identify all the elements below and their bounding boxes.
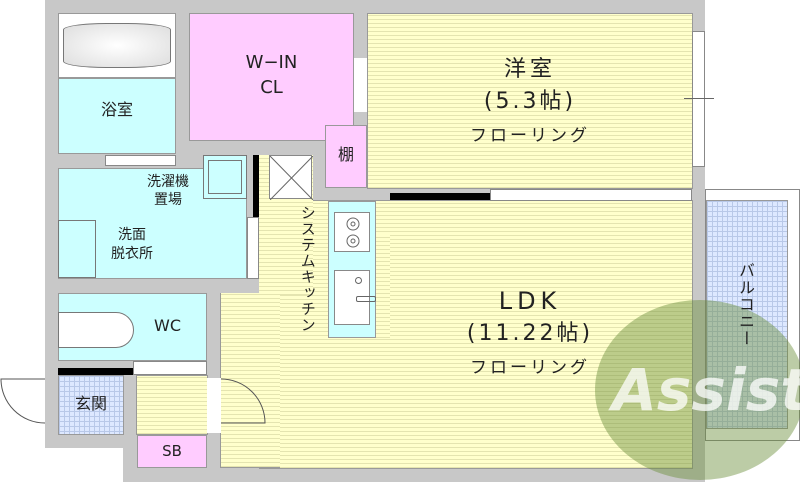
burner-icon (346, 217, 360, 248)
label-wic-2: CL (260, 77, 283, 98)
label-laundry-2: 置場 (154, 192, 182, 208)
label-ldk-name: LDK (498, 287, 562, 315)
label-washroom-2: 脱衣所 (111, 246, 153, 262)
label-washroom-1: 洗面 (118, 227, 146, 243)
label-shoebox: SB (162, 442, 182, 460)
label-laundry-1: 洗濯機 (147, 174, 189, 190)
hall-door-swing-icon (220, 378, 266, 424)
wic-door[interactable] (354, 58, 367, 112)
room-shelf (325, 125, 367, 188)
label-western-floor: フローリング (470, 126, 590, 146)
label-ldk-floor: フローリング (470, 358, 590, 378)
toilet (58, 312, 134, 348)
label-ldk-size: (11.22帖) (466, 321, 594, 346)
label-western-size: (5.3帖) (483, 89, 577, 114)
room-bath (58, 78, 176, 154)
entry-door-icon[interactable] (0, 375, 60, 437)
label-entrance: 玄関 (74, 394, 107, 413)
fridge-space (269, 155, 314, 201)
wc-door[interactable] (133, 361, 207, 375)
hall-door[interactable] (207, 378, 221, 433)
room-western (367, 13, 693, 189)
window (692, 31, 705, 167)
vanity (58, 220, 96, 278)
sliding-door[interactable] (490, 189, 692, 201)
label-shelf: 棚 (337, 145, 354, 164)
wall-segment (253, 155, 259, 217)
entry-hall (136, 375, 208, 435)
label-bath: 浴室 (100, 100, 133, 119)
cross-mark-icon (269, 155, 314, 201)
washroom-door[interactable] (247, 217, 259, 279)
label-wc: WC (154, 316, 181, 335)
room-entrance (58, 375, 124, 435)
label-balcony: バルコニー (736, 262, 755, 347)
svg-text:Assist: Assist (608, 356, 800, 424)
partition-wall (390, 193, 490, 200)
room-walk-in-closet (189, 13, 354, 141)
label-kitchen: システムキッチン (298, 205, 317, 333)
washing-machine-pan (203, 155, 247, 199)
balcony (706, 200, 788, 429)
room-shoebox (137, 435, 207, 468)
ldk-left (220, 293, 280, 468)
wall-segment-entry (58, 368, 133, 375)
label-western-name: 洋室 (503, 57, 556, 82)
kitchen-back (376, 235, 390, 338)
window-mark (684, 98, 714, 99)
stove (334, 212, 370, 252)
assist-logo: Assist (595, 300, 800, 480)
sink (334, 270, 376, 325)
bath-door[interactable] (105, 155, 176, 166)
label-wic-1: W−IN (245, 52, 298, 73)
bathtub (58, 13, 176, 78)
